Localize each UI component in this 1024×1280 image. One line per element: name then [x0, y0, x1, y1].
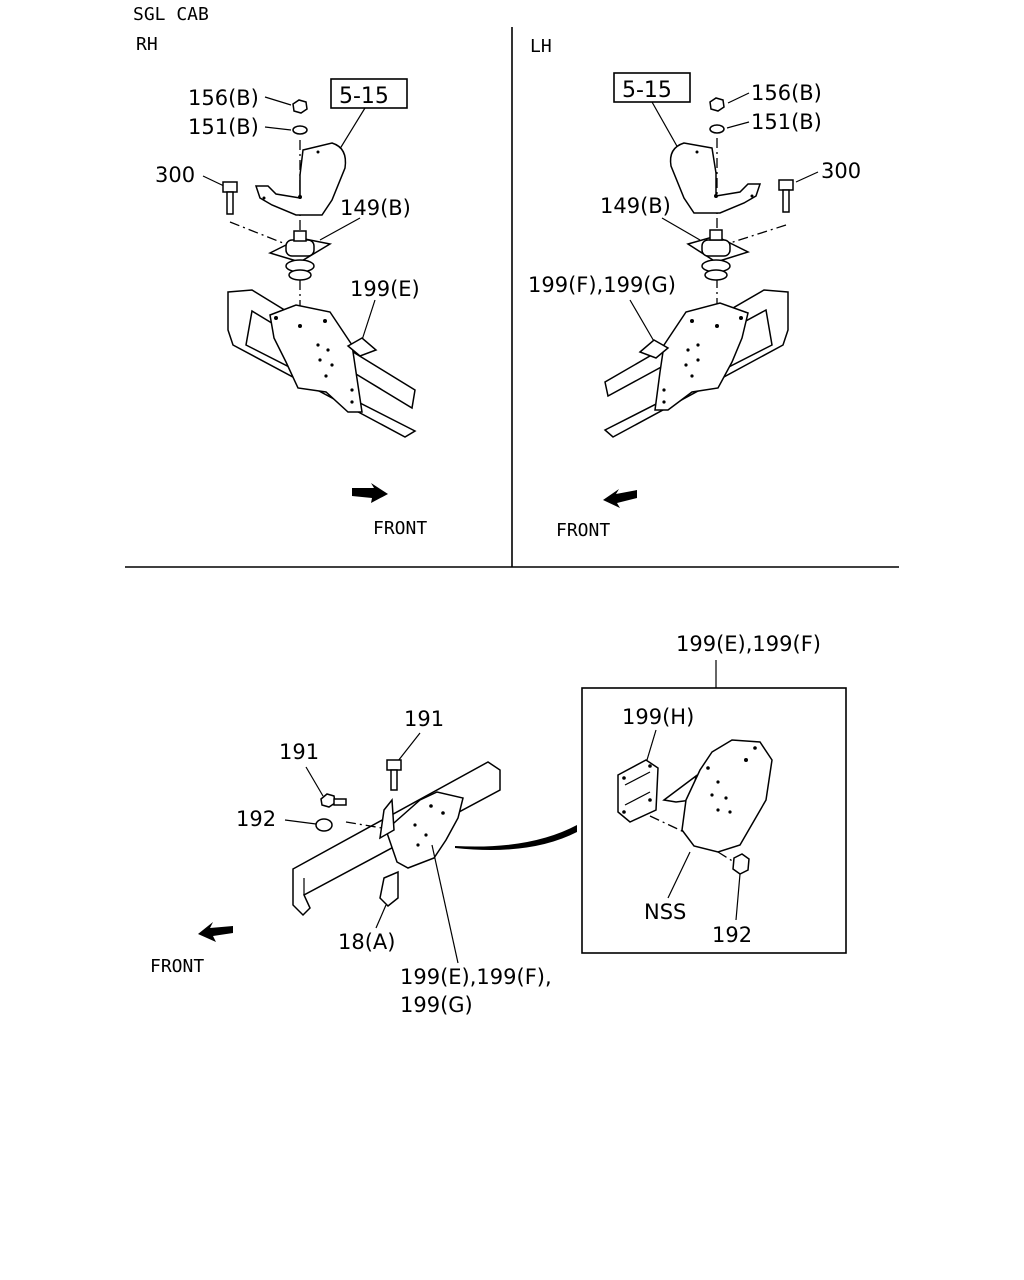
- rh-label-199e: 199(E): [350, 277, 420, 301]
- bottom-front-label: FRONT: [150, 956, 204, 977]
- rh-label-149b: 149(B): [340, 196, 411, 220]
- bottom-label-191-top: 191: [404, 707, 444, 731]
- rh-front-label: FRONT: [373, 518, 427, 539]
- lh-nut-156b: [709, 97, 725, 112]
- rh-label-300: 300: [155, 163, 195, 187]
- rh-bolt-300-head: [222, 181, 238, 193]
- lh-ref-box-label: 5-15: [622, 78, 672, 103]
- lh-label-300: 300: [821, 159, 861, 183]
- rh-cab-bracket: [254, 142, 347, 216]
- rh-panel: 5-15 156(B) 151(B) 300 149(B): [155, 78, 427, 539]
- rh-frame-bracket: [269, 304, 363, 413]
- rh-washer-151b: [292, 125, 308, 135]
- bottom-part-18a: [379, 870, 399, 908]
- detail-label-199h: 199(H): [622, 705, 694, 729]
- header-title: SGL CAB: [133, 4, 209, 25]
- rh-bolt-300-shank: [226, 191, 234, 215]
- detail-callout-wedge: [455, 825, 577, 850]
- lh-frame-bracket: [654, 302, 749, 411]
- bottom-label-192: 192: [236, 807, 276, 831]
- detail-frame: [581, 687, 847, 954]
- bottom-front-arrow-icon: [198, 922, 233, 942]
- rh-ref-box[interactable]: [330, 78, 408, 109]
- lh-label-151b: 151(B): [751, 110, 822, 134]
- rh-nut-156b: [292, 99, 308, 114]
- rh-tab-199e: [346, 337, 378, 357]
- rh-ref-box-label: 5-15: [339, 84, 389, 109]
- detail-label-nss: NSS: [644, 900, 686, 924]
- rh-label-156b: 156(B): [188, 86, 259, 110]
- header-side-rh: RH: [136, 34, 158, 55]
- bottom-label-199efg-line2: 199(G): [400, 993, 473, 1017]
- detail-label-192: 192: [712, 923, 752, 947]
- detail-pad-199h: [617, 759, 659, 823]
- lh-label-156b: 156(B): [751, 81, 822, 105]
- bottom-frame-bracket: [385, 791, 464, 869]
- rh-front-arrow-icon: [352, 483, 388, 503]
- bottom-nut-191: [320, 793, 336, 808]
- header-side-lh: LH: [530, 36, 552, 57]
- bottom-washer-192: [315, 818, 333, 832]
- bottom-label-199efg-line1: 199(E),199(F),: [400, 965, 552, 989]
- rh-label-151b: 151(B): [188, 115, 259, 139]
- lh-cab-bracket: [669, 142, 762, 214]
- lh-front-label: FRONT: [556, 520, 610, 541]
- bottom-assembly: 191 191 192 18(A) 199(E),199(F), 199(G) …: [150, 707, 577, 1017]
- lh-tab-199fg: [638, 339, 670, 359]
- rh-frame-rail: [227, 289, 417, 438]
- lh-front-arrow-icon: [603, 489, 637, 508]
- detail-bracket-nss: [681, 739, 773, 853]
- detail-title: 199(E),199(F): [676, 632, 821, 656]
- lh-label-199fg: 199(F),199(G): [528, 273, 676, 297]
- lh-label-149b: 149(B): [600, 194, 671, 218]
- lh-washer-151b: [709, 124, 725, 134]
- detail-nut-192: [732, 853, 750, 875]
- detail-box: 199(E),199(F) 199(H) NSS 192: [581, 632, 847, 954]
- bottom-clamp: [379, 798, 395, 840]
- bottom-bolt-191: [386, 759, 402, 771]
- lh-bolt-300-shank: [782, 189, 790, 213]
- bottom-label-191-left: 191: [279, 740, 319, 764]
- bottom-label-18a: 18(A): [338, 930, 395, 954]
- lh-bolt-300-head: [778, 179, 794, 191]
- lh-panel: 5-15 156(B) 151(B) 300 149(B): [528, 72, 861, 541]
